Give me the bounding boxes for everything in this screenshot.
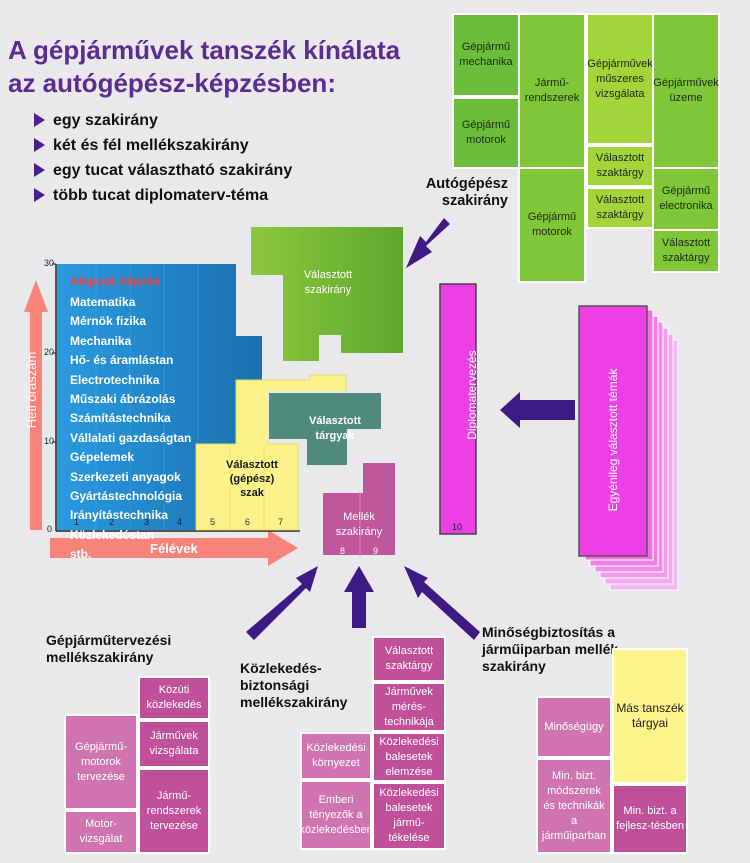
alapozo-block	[57, 264, 262, 530]
alapozo-item: Szerkezeti anyagok	[70, 469, 181, 484]
y-tick-label: 10	[44, 436, 55, 446]
bullet-item: egy szakirány	[34, 112, 158, 130]
diplomatervezes-block	[439, 283, 477, 535]
pink-cell: Választott szaktárgy	[372, 636, 446, 682]
arrow-from-kozlekedes	[344, 566, 374, 628]
triangle-bullet-icon	[34, 163, 45, 177]
y-axis-arrow	[24, 280, 48, 530]
autogepesz-label: Autógépész szakirány	[425, 176, 508, 209]
green-cell: Gépjármű motorok	[518, 167, 586, 283]
pink-cell: Közlekedési balesetek elemzése	[372, 732, 446, 782]
semester-label: 4	[177, 517, 183, 527]
green-cell: Gépjárművek műszeres vizsgálata	[586, 13, 654, 145]
green-cell: Választott szaktárgy	[652, 229, 720, 273]
alapozo-title: Alapozó képzés	[70, 274, 161, 288]
semester-label: 7	[278, 517, 284, 527]
mellek-szakirany-label: Mellék szakirány	[335, 511, 383, 538]
alapozo-item: stb.	[70, 547, 92, 562]
semester-label: 10	[452, 522, 463, 532]
x-axis-label: Félévek	[150, 541, 198, 556]
egyenileg-label: Egyénileg választott témák	[606, 368, 620, 512]
alapozo-item: Közlekedéstan	[70, 527, 155, 542]
pink-cell: Gépjármű-motorok tervezése	[64, 714, 138, 810]
valasztott-targyak-block	[267, 391, 383, 467]
y-tick-label: 0	[47, 524, 53, 534]
diplomatervezes-label: Diplomatervezés	[465, 350, 479, 440]
valasztott-szakirany-label: Választott szakirány	[303, 269, 353, 296]
x-axis-arrow	[50, 530, 298, 566]
semester-label: 5	[210, 517, 216, 527]
semester-label: 2	[109, 517, 115, 527]
triangle-bullet-icon	[34, 113, 45, 127]
arrow-to-szakirany	[406, 218, 450, 268]
valasztott-gepesz-label: Választott (gépész) szak	[226, 459, 278, 499]
green-cell: Jármű-rendszerek	[518, 13, 586, 169]
alapozo-item: Irányítástechnika	[70, 508, 169, 523]
title-line-1: A gépjárművek tanszék kínálata	[8, 35, 401, 65]
valasztott-targyak-label: Választott tárgyak	[309, 415, 361, 442]
green-cell: Gépjárművek üzeme	[652, 13, 720, 169]
semester-label: 1	[74, 517, 80, 527]
alapozo-item: Vállalati gazdaságtan	[70, 430, 192, 445]
alapozo-list: Matematika Mérnök fizika Mechanika Hő- é…	[70, 293, 191, 565]
pink-cell: Közlekedési környezet	[300, 732, 372, 780]
mellek-szakirany-block	[321, 461, 397, 557]
pink-cell: Közlekedési balesetek jármű-tékelése	[372, 782, 446, 850]
pink-cell: Motor-vizsgálat	[64, 810, 138, 854]
yellow-cell: Más tanszék tárgyai	[612, 648, 688, 784]
pink-cell: Emberi tényezők a közlekedésben	[299, 780, 373, 850]
y-tick-label: 30	[44, 258, 55, 268]
y-axis-label: Heti óraszám	[24, 351, 39, 429]
valasztott-szakirany-block	[249, 225, 405, 363]
arrow-left	[500, 392, 575, 428]
green-cell: Választott szaktárgy	[586, 145, 654, 187]
alapozo-item: Mérnök fizika	[70, 314, 147, 329]
pink-cell: Min. bizt. módszerek és technikák a járm…	[536, 758, 612, 854]
pink-cell: Közúti közlekedés	[138, 676, 210, 720]
pink-cell: Járművek vizsgálata	[138, 720, 210, 768]
gepjarmutervezesi-label: Gépjárműtervezési mellékszakirány	[46, 632, 172, 665]
page-title: A gépjárművek tanszék kínálata az autógé…	[8, 34, 448, 100]
pink-cell: Min. bizt. a fejlesz-tésben	[612, 784, 688, 854]
pink-cell: Jármű-rendszerek tervezése	[138, 768, 210, 854]
semester-label: 8	[340, 546, 346, 556]
alapozo-item: Gépelemek	[70, 450, 135, 465]
arrow-from-minoseg	[404, 566, 480, 640]
alapozo-item: Műszaki ábrázolás	[70, 392, 176, 407]
alapozo-item: Mechanika	[70, 333, 132, 348]
green-cell: Gépjármű motorok	[452, 97, 520, 169]
alapozo-item: Matematika	[70, 295, 136, 309]
bullet-item: egy tucat választható szakirány	[34, 162, 292, 180]
alapozo-item: Gyártástechnológia	[70, 489, 183, 504]
valasztott-gepesz-block	[195, 374, 347, 531]
alapozo-item: Electrotechnika	[70, 372, 160, 387]
green-cell: Választott szaktárgy	[586, 187, 654, 229]
triangle-bullet-icon	[34, 188, 45, 202]
kozlekedes-label: Közlekedés-biztonsági mellékszakirány	[240, 660, 348, 710]
bullet-item: több tucat diplomaterv-téma	[34, 187, 268, 205]
egyenileg-stack	[578, 305, 679, 591]
alapozo-item: Hő- és áramlástan	[70, 353, 174, 368]
pink-cell: Járművek mérés-technikája	[372, 682, 446, 732]
semester-label: 3	[144, 517, 150, 527]
semester-label: 6	[245, 517, 251, 527]
triangle-bullet-icon	[34, 138, 45, 152]
title-line-2: az autógépész-képzésben:	[8, 68, 336, 98]
pink-cell: Minőségügy	[536, 696, 612, 758]
y-tick-label: 20	[44, 347, 55, 357]
minoseg-label: Minőségbiztosítás a járműiparban mellék-…	[482, 624, 623, 674]
bullet-item: két és fél mellékszakirány	[34, 137, 249, 155]
arrow-from-gepjarmu	[246, 566, 318, 640]
alapozo-item: Számítástechnika	[70, 411, 171, 426]
semester-label: 9	[373, 546, 379, 556]
green-cell: Gépjármű electronika	[652, 167, 720, 231]
